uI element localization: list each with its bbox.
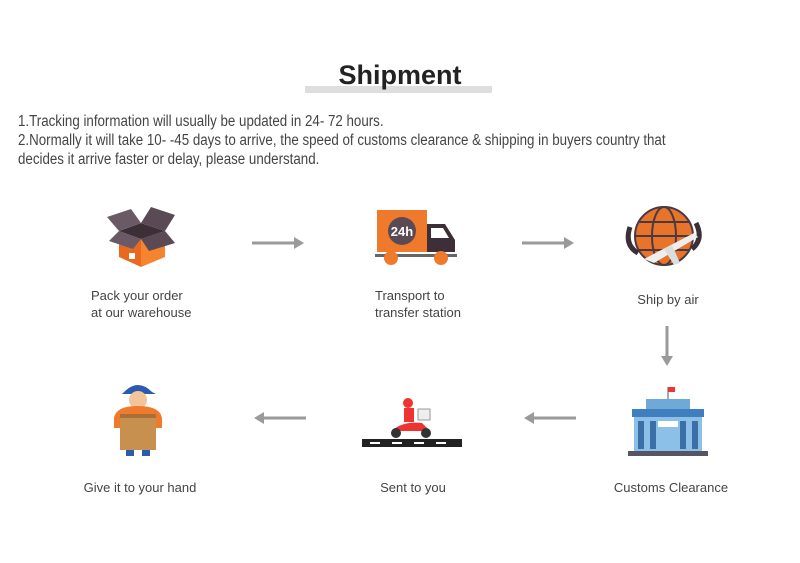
page-title: Shipment [338, 60, 462, 90]
delivery-truck-icon: 24h [375, 210, 457, 265]
arrow-down-icon [661, 326, 673, 366]
step-1-line2: at our warehouse [91, 305, 192, 320]
step-2-label: Transport to transfer station [375, 287, 461, 321]
truck-badge: 24h [391, 224, 413, 239]
globe-airplane-icon [625, 206, 702, 266]
title-underline [305, 86, 492, 93]
step-2-line2: transfer station [375, 305, 461, 320]
step-1-line1: Pack your order [91, 288, 183, 303]
step-3-label: Ship by air [637, 292, 699, 307]
note-1: 1.Tracking information will usually be u… [18, 113, 384, 130]
customs-building-icon [628, 387, 708, 456]
package-box-icon [107, 207, 175, 267]
scooter-courier-icon [362, 398, 462, 447]
arrow-left-icon [254, 412, 306, 424]
arrow-right-icon [252, 237, 304, 249]
step-1-label: Pack your order at our warehouse [91, 287, 191, 321]
step-6-label: Give it to your hand [83, 480, 197, 495]
courier-with-box-icon [114, 385, 162, 456]
note-2: 2.Normally it will take 10- -45 days to … [18, 132, 666, 149]
arrow-left-icon [524, 412, 576, 424]
note-2-cont: decides it arrive faster or delay, pleas… [18, 151, 320, 168]
step-2-line1: Transport to [375, 288, 445, 303]
arrow-right-icon [522, 237, 574, 249]
step-4-label: Customs Clearance [613, 480, 729, 495]
step-5-label: Sent to you [380, 480, 446, 495]
